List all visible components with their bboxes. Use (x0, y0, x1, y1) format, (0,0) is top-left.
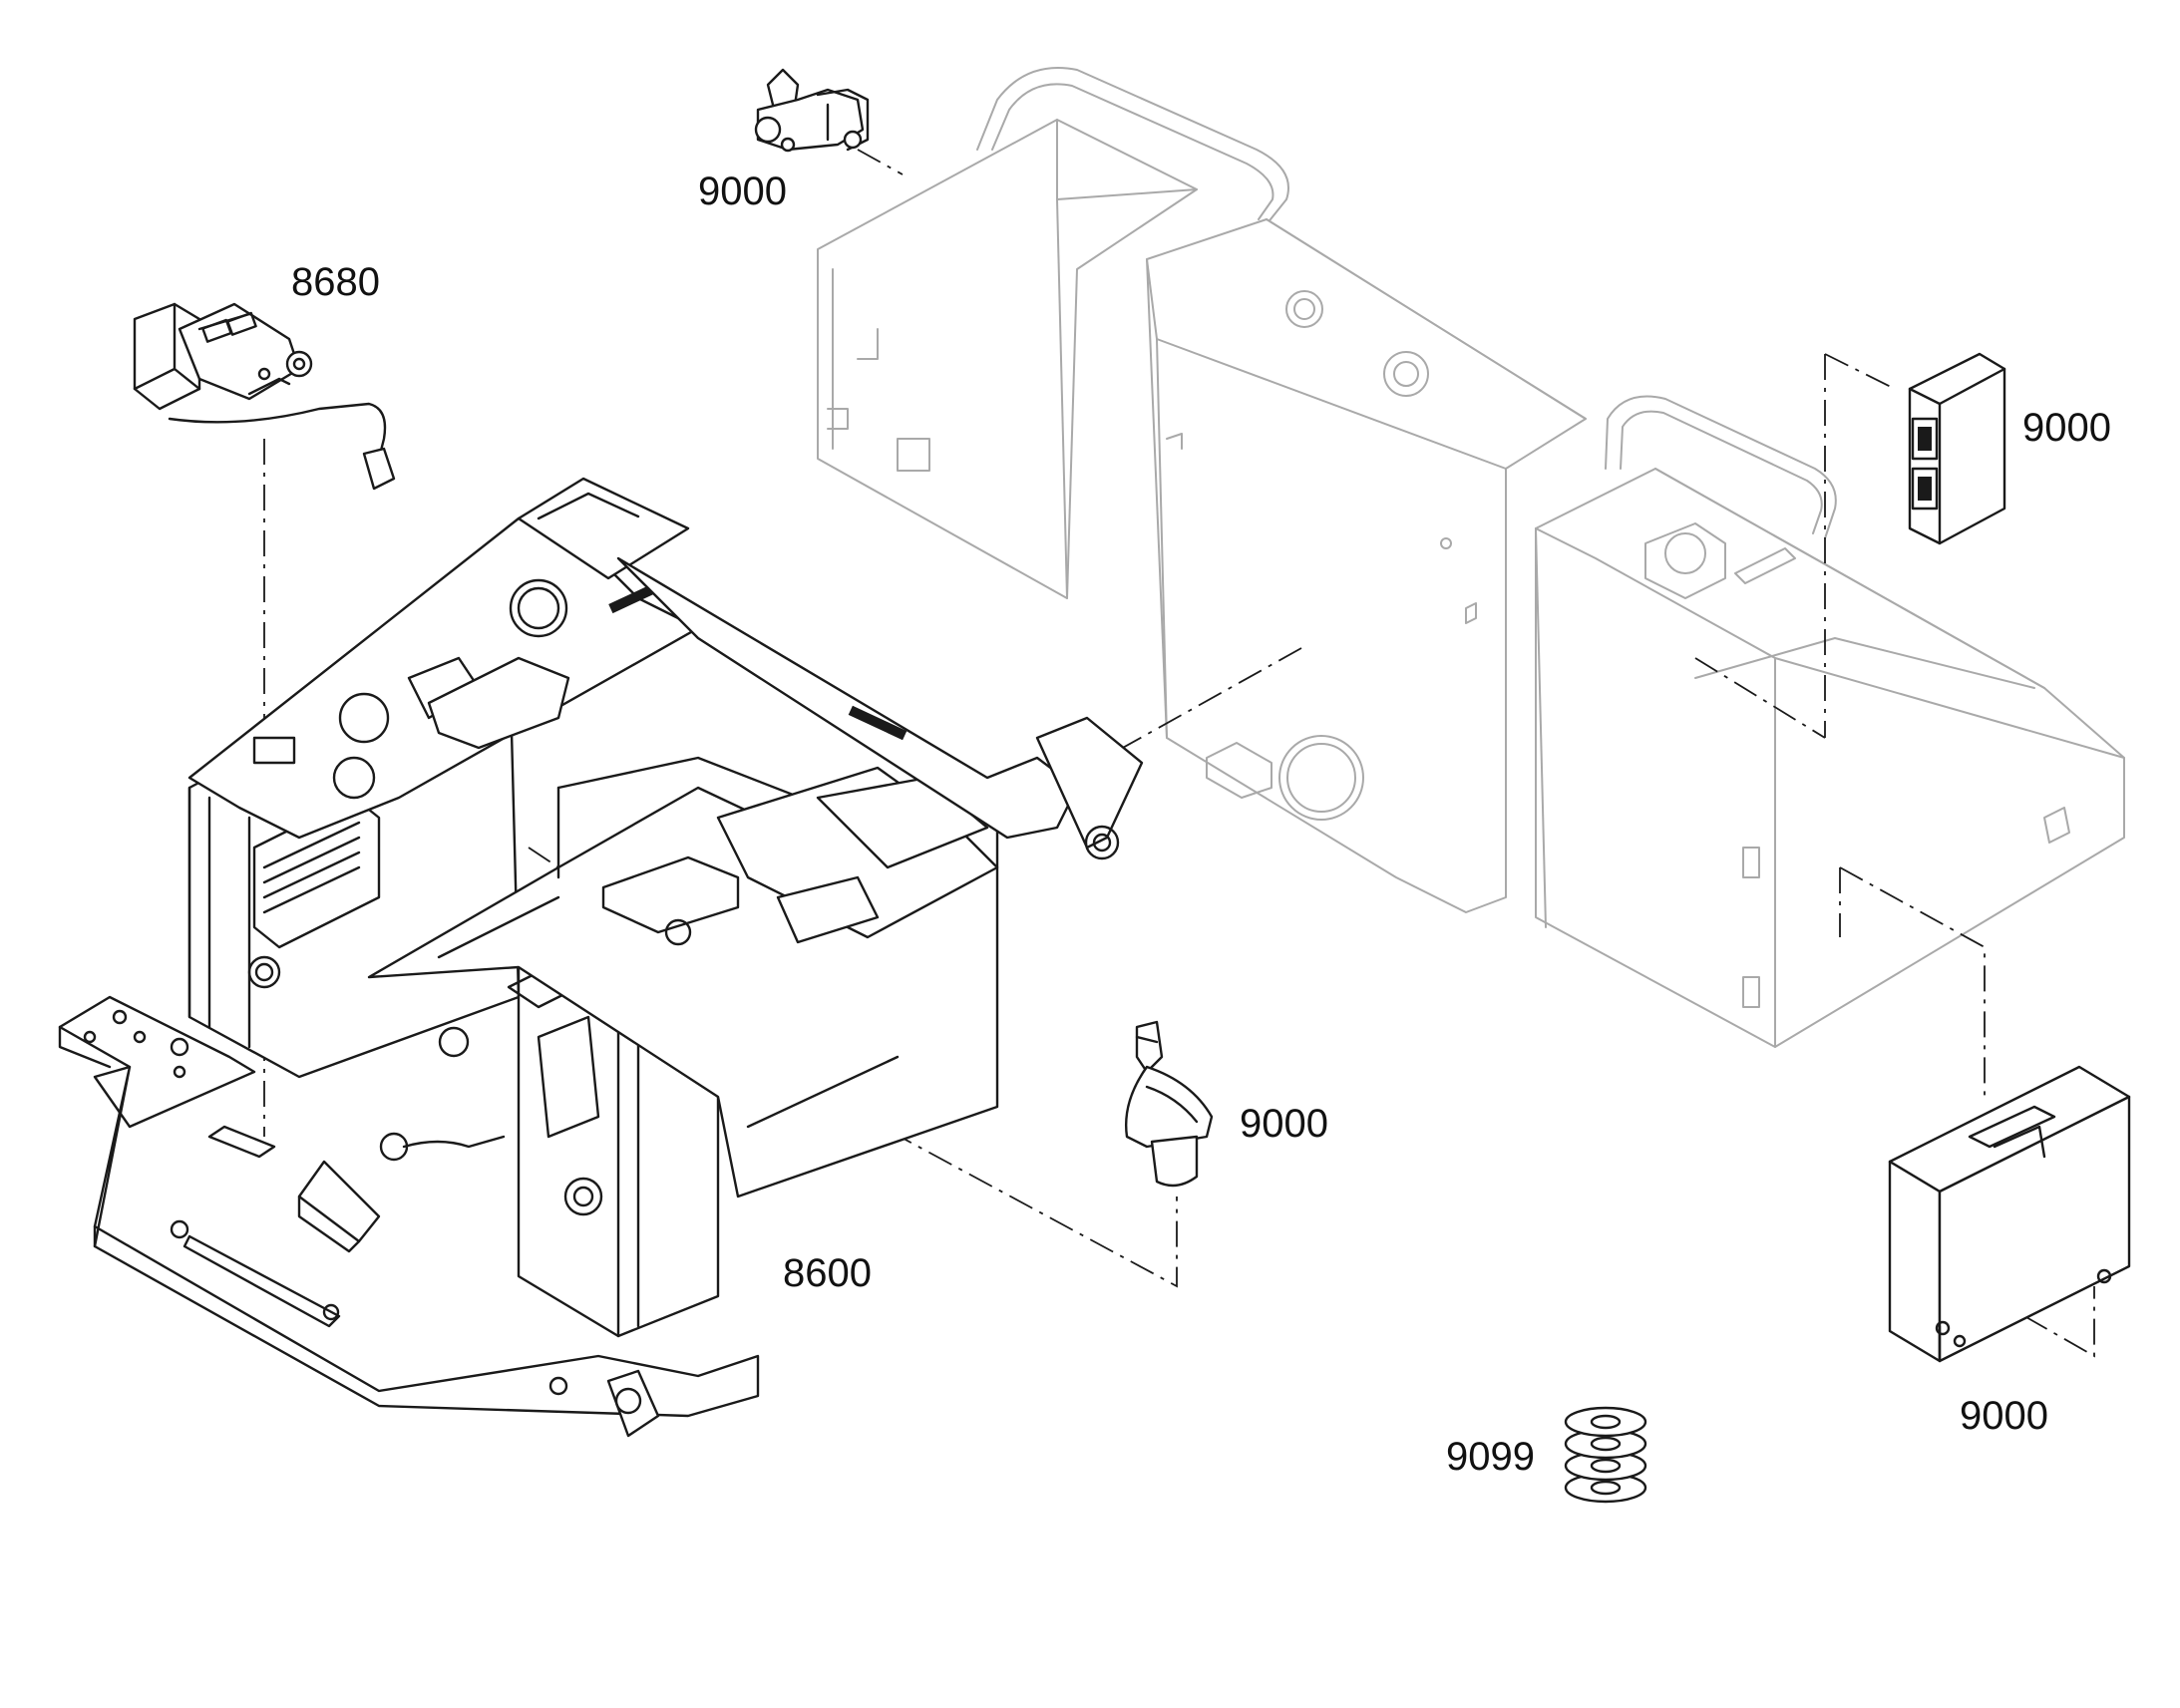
valve-top (754, 68, 870, 153)
joystick (1125, 1020, 1214, 1188)
ghosted-tank-frame (817, 67, 2125, 1048)
callout-label-mounts: 9099 (1446, 1435, 1535, 1479)
operator-platform (58, 477, 1144, 1438)
callout-label-pedal-switch: 8680 (291, 260, 380, 304)
rubber-mounts (1564, 1406, 1647, 1504)
connector-module (1908, 352, 2006, 545)
callout-label-control-box: 9000 (1960, 1394, 2048, 1438)
callout-label-operator-platform: 8600 (783, 1251, 872, 1295)
control-box (1888, 1065, 2131, 1363)
pedal-switch (133, 302, 396, 491)
callout-label-joystick: 9000 (1240, 1102, 1328, 1146)
callout-label-valve-top: 9000 (698, 170, 787, 213)
callout-label-connector-module: 9000 (2022, 406, 2111, 450)
